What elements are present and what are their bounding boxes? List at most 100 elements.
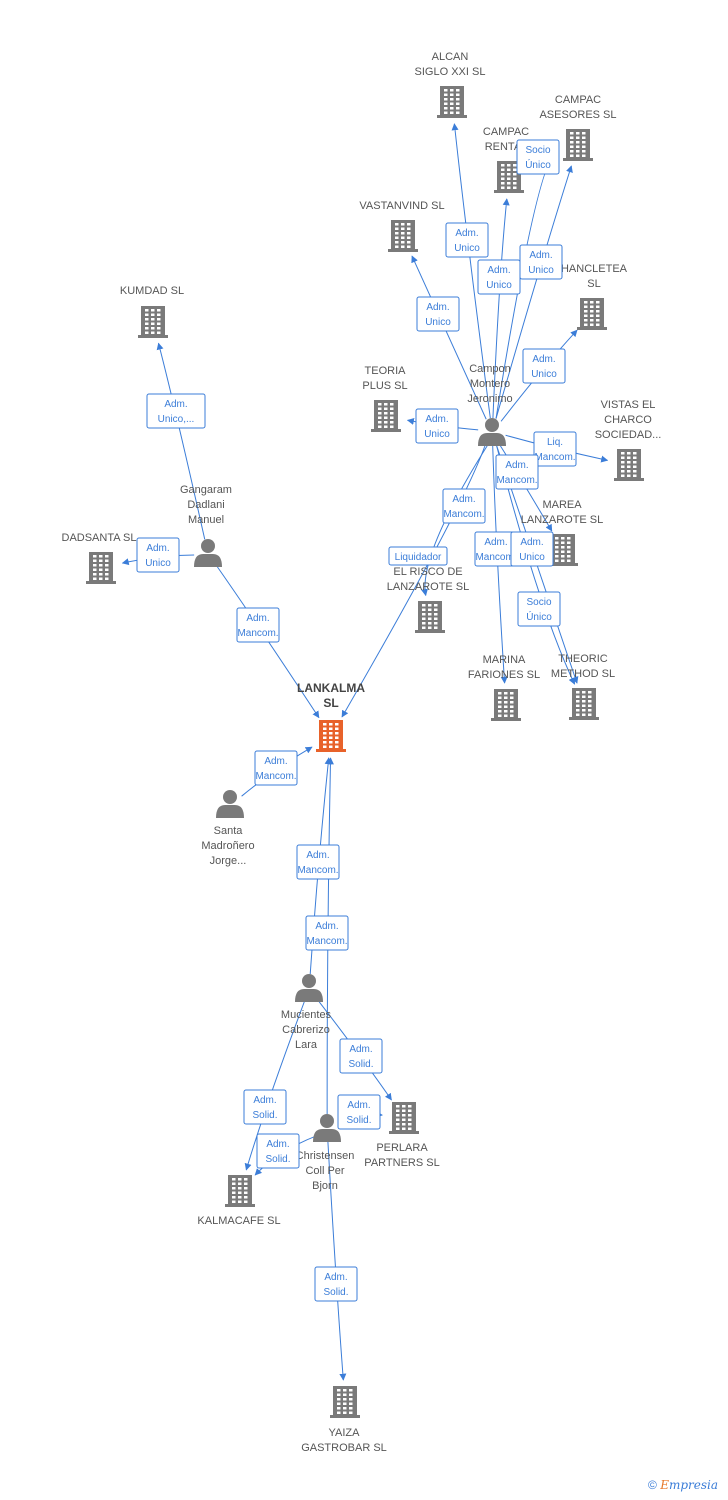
node-label-vistas-el-charco: VISTAS EL <box>601 399 656 411</box>
node-label-santa: Santa <box>214 825 244 837</box>
person-icon-gangaram[interactable] <box>194 539 222 567</box>
node-label-alcan: ALCAN <box>432 51 469 63</box>
edge-label-e-kalmacafe-1[interactable]: Adm.Solid. <box>243 1089 287 1125</box>
edge-label-e-vistas[interactable]: Liq. Mancom. <box>533 431 577 467</box>
edge-label-text: Adm. <box>164 399 187 410</box>
building-icon-marea-lanzarote[interactable] <box>548 534 578 566</box>
building-icon-yaiza[interactable] <box>330 1386 360 1418</box>
building-icon-vistas-el-charco[interactable] <box>614 449 644 481</box>
building-icon-hancletea[interactable] <box>577 298 607 330</box>
edge-label-e-theoric-adm[interactable]: Adm.Unico <box>510 531 554 567</box>
node-label-mucientes: Lara <box>295 1039 318 1051</box>
edge-label-e-alcan[interactable]: Adm.Unico <box>445 222 489 258</box>
edge-label-e-dadsanta[interactable]: Adm.Unico <box>136 537 180 573</box>
building-icon-alcan[interactable] <box>437 86 467 118</box>
edge-label-e-lankalma-campon[interactable]: Adm.Mancom. <box>442 488 486 524</box>
edge-label-text: Mancom. <box>475 552 516 563</box>
edge-label-text: Unico <box>486 280 512 291</box>
node-label-marina-fariones: MARINA <box>483 654 526 666</box>
edge-label-e-yaiza[interactable]: Adm. Solid. <box>314 1266 358 1302</box>
edge-label-e-kumdad[interactable]: Adm. Unico,... <box>146 393 206 429</box>
building-icon-el-risco[interactable] <box>415 601 445 633</box>
node-label-vistas-el-charco: SOCIEDAD... <box>595 429 662 441</box>
building-icon-teoria-plus[interactable] <box>371 400 401 432</box>
edge-label-e-gangaram-lankalma[interactable]: Adm. Mancom. <box>236 607 280 643</box>
edge-label-text: Mancom. <box>237 628 278 639</box>
edge-label-text: Mancom. <box>306 936 347 947</box>
edge-label-e-campac-asesores[interactable]: Adm.Unico <box>519 244 563 280</box>
edge-label-text: Mancom. <box>534 452 575 463</box>
edge-label-text: Unico <box>145 558 171 569</box>
footer-brand: © Empresia <box>648 1478 718 1492</box>
edge-label-text: Único <box>526 610 552 623</box>
edge-label-text: Adm. <box>324 1272 347 1283</box>
building-icon-kumdad[interactable] <box>138 306 168 338</box>
building-icon-kalmacafe[interactable] <box>225 1175 255 1207</box>
edge-label-text: Adm. <box>347 1100 370 1111</box>
node-label-santa: Madroñero <box>201 840 254 852</box>
node-label-lankalma: SL <box>323 696 338 710</box>
node-label-vastanvind: VASTANVIND SL <box>359 200 444 212</box>
edge-label-e-marea[interactable]: Adm.Mancom. <box>495 454 539 490</box>
edge-label-e-vastanvind[interactable]: Adm.Unico <box>416 296 460 332</box>
edge-label-text: Adm. <box>349 1044 372 1055</box>
node-label-yaiza: YAIZA <box>329 1427 361 1439</box>
building-icon-vastanvind[interactable] <box>388 220 418 252</box>
edge-label-e-kalmacafe-2[interactable]: Adm.Solid. <box>256 1133 300 1169</box>
edge-label-text: Adm. <box>264 756 287 767</box>
edge-label-e-perlara-2[interactable]: Adm. Solid. <box>337 1094 381 1130</box>
edge-label-e-liquidador[interactable]: Liquidador <box>388 546 448 566</box>
empresia-logo: Empresia <box>660 1478 719 1492</box>
edge-label-text: Unico <box>531 369 557 380</box>
edge-label-text: Unico <box>424 429 450 440</box>
edge-label-e-marina[interactable]: Adm.Mancom. <box>474 531 518 567</box>
building-icon-lankalma[interactable] <box>316 720 346 752</box>
edge-label-text: Solid. <box>252 1110 277 1121</box>
building-icon-theoric-method[interactable] <box>569 688 599 720</box>
node-label-santa: Jorge... <box>210 855 247 867</box>
edge-label-text: Adm. <box>487 265 510 276</box>
person-icon-christensen[interactable] <box>313 1114 341 1142</box>
node-label-theoric-method: METHOD SL <box>551 668 615 680</box>
edge-label-e-hancletea[interactable]: Adm.Unico <box>522 348 566 384</box>
node-label-christensen: Christensen <box>296 1150 355 1162</box>
edge-label-text: Unico <box>528 265 554 276</box>
node-label-vistas-el-charco: CHARCO <box>604 414 652 426</box>
edge-label-text: Adm. <box>246 613 269 624</box>
edge-label-text: Mancom. <box>255 771 296 782</box>
edge-label-text: Adm. <box>520 537 543 548</box>
edge-label-e-perlara-1[interactable]: Adm.Solid. <box>339 1038 383 1074</box>
person-icon-santa[interactable] <box>216 790 244 818</box>
building-icon-campac-rental[interactable] <box>494 161 524 193</box>
node-label-campon: Jeronimo <box>467 393 512 405</box>
edge-label-e-campac-rental[interactable]: Adm. Unico <box>477 259 521 295</box>
building-icon-dadsanta[interactable] <box>86 552 116 584</box>
node-label-campac-rental: CAMPAC <box>483 126 529 138</box>
node-label-alcan: SIGLO XXI SL <box>415 66 486 78</box>
edge-label-e-teoria[interactable]: Adm.Unico <box>415 408 459 444</box>
node-label-teoria-plus: PLUS SL <box>362 380 407 392</box>
edge-label-text: Unico <box>454 243 480 254</box>
node-label-mucientes: Cabrerizo <box>282 1024 330 1036</box>
person-icon-campon[interactable] <box>478 418 506 446</box>
node-label-gangaram: Dadlani <box>187 499 224 511</box>
node-label-el-risco: LANZAROTE SL <box>387 581 470 593</box>
edge-label-e-santa-lankalma[interactable]: Adm. Mancom. <box>254 750 298 786</box>
edge-label-text: Solid. <box>346 1115 371 1126</box>
edge-label-text: Unico,... <box>158 414 195 425</box>
edge-label-text: Solid. <box>323 1287 348 1298</box>
edge-label-text: Liq. <box>547 437 563 448</box>
edge-label-e-mucientes-lankalma[interactable]: Adm.Mancom. <box>296 844 340 880</box>
edge-label-text: Unico <box>425 317 451 328</box>
edge-label-e-christensen-lankalma[interactable]: Adm. Mancom. <box>305 915 349 951</box>
building-icon-perlara[interactable] <box>389 1102 419 1134</box>
building-icon-marina-fariones[interactable] <box>491 689 521 721</box>
person-icon-mucientes[interactable] <box>295 974 323 1002</box>
node-label-hancletea: SL <box>587 278 600 290</box>
edge-label-text: Adm. <box>315 921 338 932</box>
building-icon-campac-asesores[interactable] <box>563 129 593 161</box>
edge-label-text: Solid. <box>265 1154 290 1165</box>
node-label-perlara: PARTNERS SL <box>364 1157 439 1169</box>
